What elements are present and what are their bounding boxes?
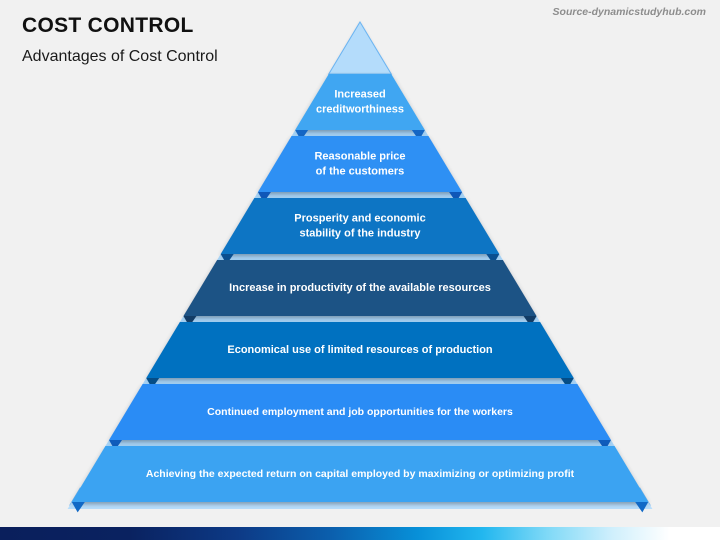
tier-body[interactable]: [71, 446, 649, 502]
tier-fold-left: [71, 502, 85, 513]
tier-body[interactable]: [220, 198, 500, 254]
tier-under-strip: [216, 254, 504, 261]
pyramid-apex: [327, 21, 393, 75]
tier-body[interactable]: [257, 136, 463, 192]
tier-body[interactable]: [183, 260, 537, 316]
tier-under-strip: [104, 440, 616, 447]
tier-fold-right: [411, 130, 425, 141]
pyramid-tier-4[interactable]: Increase in productivity of the availabl…: [179, 260, 541, 327]
tier-fold-right: [486, 254, 500, 265]
tier-fold-left: [295, 130, 309, 141]
tier-under-strip: [290, 130, 430, 137]
tier-body[interactable]: [109, 384, 611, 440]
tier-under-strip: [179, 316, 541, 323]
tier-fold-right: [523, 316, 537, 327]
tier-fold-left: [109, 440, 123, 451]
pyramid-tier-5[interactable]: Economical use of limited resources of p…: [142, 322, 578, 389]
tier-under-strip: [67, 502, 653, 509]
tier-fold-right: [635, 502, 649, 513]
tier-under-strip: [253, 192, 467, 199]
tier-fold-left: [220, 254, 234, 265]
footer-gradient-bar: [0, 527, 720, 540]
tier-body[interactable]: [146, 322, 574, 378]
tier-fold-right: [597, 440, 611, 451]
tier-fold-left: [257, 192, 271, 203]
page-subtitle: Advantages of Cost Control: [22, 48, 218, 65]
pyramid-tier-6[interactable]: Continued employment and job opportuniti…: [104, 384, 616, 451]
tier-fold-left: [146, 378, 160, 389]
source-watermark: Source-dynamicstudyhub.com: [552, 6, 706, 18]
tier-body[interactable]: [295, 74, 425, 130]
page-title: COST CONTROL: [22, 14, 194, 37]
tier-fold-right: [449, 192, 463, 203]
tier-fold-left: [183, 316, 197, 327]
pyramid-tier-7[interactable]: Achieving the expected return on capital…: [67, 446, 653, 513]
tier-under-strip: [142, 378, 578, 385]
tier-fold-right: [560, 378, 574, 389]
